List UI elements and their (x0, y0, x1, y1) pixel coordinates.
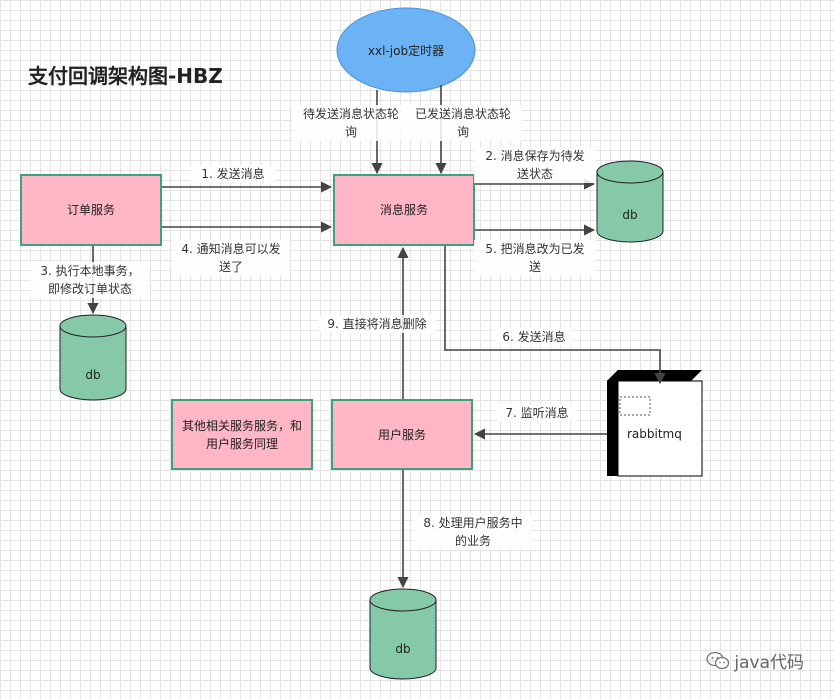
label-local-tx: 3. 执行本地事务， 即修改订单状态 (30, 262, 150, 298)
scheduler-label: xxl-job定时器 (367, 44, 445, 58)
page-title: 支付回调架构图-HBZ (28, 64, 223, 88)
db-user-cylinder[interactable] (369, 588, 437, 680)
label-publish: 6. 发送消息 (494, 328, 574, 346)
label-poll-sent: 已发送消息状态轮 询 (404, 105, 522, 141)
rabbitmq-cube[interactable] (607, 370, 703, 477)
label-process: 8. 处理用户服务中 的业务 (413, 514, 533, 550)
rabbitmq-label: rabbitmq (627, 427, 682, 441)
label-send-msg: 1. 发送消息 (190, 165, 276, 183)
wechat-icon (706, 651, 730, 669)
label-poll-pending: 待发送消息状态轮 询 (292, 105, 410, 141)
user-service-label: 用户服务 (377, 427, 426, 442)
user-service-box[interactable]: 用户服务 (331, 399, 473, 470)
db-order-cylinder[interactable] (59, 314, 127, 401)
other-services-label: 其他相关服务服务，和 用户服务同理 (181, 418, 302, 451)
message-service-box[interactable]: 消息服务 (333, 174, 475, 246)
label-listen: 7. 监听消息 (497, 404, 577, 422)
message-service-label: 消息服务 (379, 203, 428, 217)
db-message-cylinder[interactable] (596, 160, 664, 243)
edge-publish (444, 246, 666, 385)
label-save-pending: 2. 消息保存为待发 送状态 (474, 147, 596, 183)
scheduler-ellipse[interactable] (336, 7, 476, 93)
db-user-label: db (395, 642, 411, 656)
db-order-label: db (85, 368, 101, 382)
other-services-box[interactable]: 其他相关服务服务，和 用户服务同理 (171, 399, 313, 470)
order-service-box[interactable]: 订单服务 (20, 174, 162, 246)
label-notify-send: 4. 通知消息可以发 送了 (172, 240, 290, 276)
watermark: java代码 (706, 648, 804, 673)
order-service-label: 订单服务 (66, 203, 115, 217)
db-message-label: db (622, 208, 638, 222)
label-mark-sent: 5. 把消息改为已发 送 (474, 240, 596, 276)
label-delete-msg: 9. 直接将消息删除 (318, 315, 436, 333)
watermark-text: java代码 (734, 653, 804, 673)
